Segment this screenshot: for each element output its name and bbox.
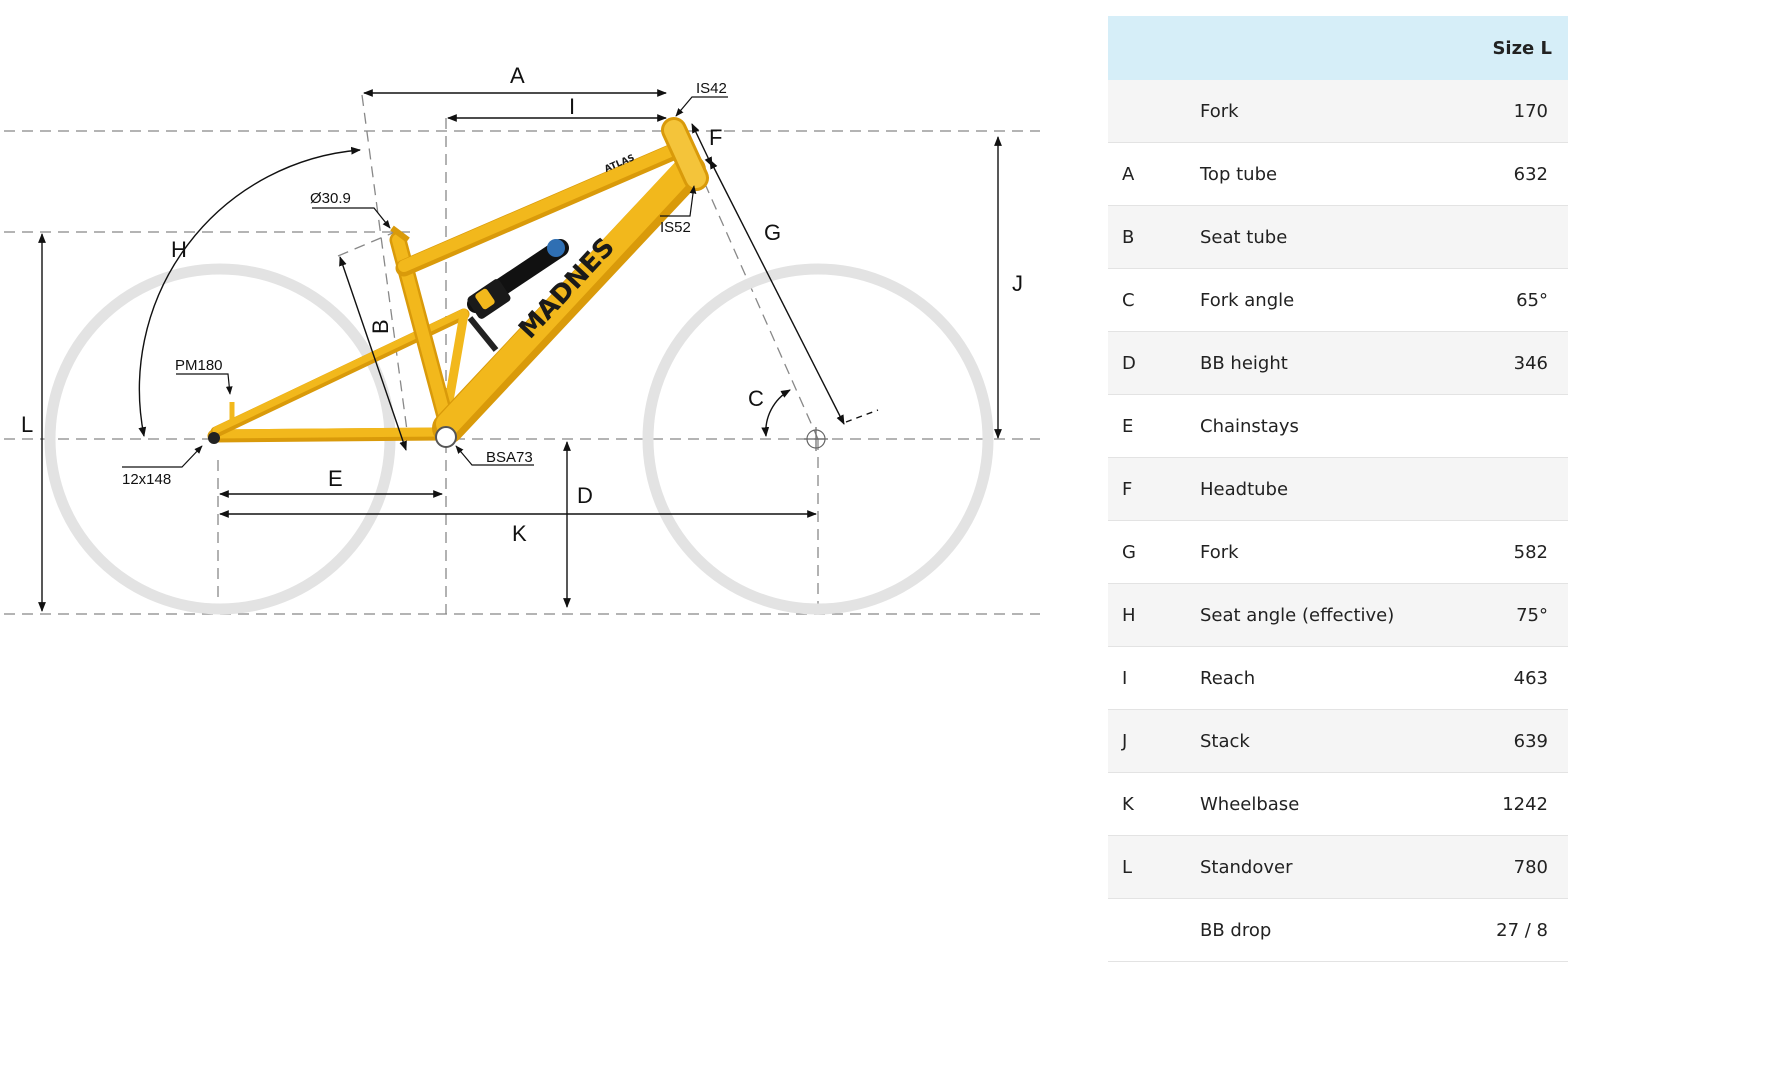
header-code <box>1108 16 1199 80</box>
callout-leaders <box>122 96 728 468</box>
dim-letter-e: E <box>328 466 343 491</box>
callout-rear-axle: 12x148 <box>122 471 171 488</box>
row-value <box>1451 205 1568 269</box>
row-value: 27 / 8 <box>1451 898 1568 962</box>
row-code: C <box>1108 268 1199 332</box>
row-code <box>1108 898 1199 962</box>
row-name: Fork <box>1199 520 1451 584</box>
row-code <box>1108 80 1199 143</box>
dim-letter-d: D <box>577 483 593 508</box>
row-value <box>1451 394 1568 458</box>
dimension-lines <box>38 89 1002 612</box>
row-value: 75° <box>1451 583 1568 647</box>
row-value: 170 <box>1451 80 1568 143</box>
row-name: Fork <box>1199 80 1451 143</box>
row-name: Headtube <box>1199 457 1451 521</box>
dim-letter-j: J <box>1012 271 1023 296</box>
row-name: Chainstays <box>1199 394 1451 458</box>
dim-letter-h: H <box>171 237 187 262</box>
row-code: F <box>1108 457 1199 521</box>
rear-shock <box>467 239 569 352</box>
row-value: 632 <box>1451 142 1568 206</box>
dim-letter-f: F <box>709 125 722 150</box>
row-value: 65° <box>1451 268 1568 332</box>
row-value: 1242 <box>1451 772 1568 836</box>
row-value: 463 <box>1451 646 1568 710</box>
row-code: D <box>1108 331 1199 395</box>
row-name: BB height <box>1199 331 1451 395</box>
row-code: A <box>1108 142 1199 206</box>
row-value <box>1451 457 1568 521</box>
row-value: 582 <box>1451 520 1568 584</box>
rear-dropout <box>208 432 220 444</box>
row-value: 639 <box>1451 709 1568 773</box>
row-name: Stack <box>1199 709 1451 773</box>
dim-letter-a: A <box>510 63 525 88</box>
dim-letter-b: B <box>368 319 393 334</box>
row-value: 780 <box>1451 835 1568 899</box>
row-code: K <box>1108 772 1199 836</box>
callout-brake-mount: PM180 <box>175 357 223 374</box>
dim-letter-g: G <box>764 220 781 245</box>
front-axle-marker <box>804 427 828 451</box>
callout-headset-top: IS42 <box>696 80 727 97</box>
bottom-bracket <box>435 426 457 448</box>
dim-letter-i: I <box>569 94 575 119</box>
row-name: Seat tube <box>1199 205 1451 269</box>
row-name: Wheelbase <box>1199 772 1451 836</box>
row-code: L <box>1108 835 1199 899</box>
header-size-l: Size L <box>1451 16 1568 80</box>
row-name: Top tube <box>1199 142 1451 206</box>
row-code: B <box>1108 205 1199 269</box>
row-code: H <box>1108 583 1199 647</box>
dim-letter-c: C <box>748 386 764 411</box>
row-name: Seat angle (effective) <box>1199 583 1451 647</box>
geometry-diagram: MADNES ATLAS A I F G J H B L C E <box>4 63 1040 615</box>
row-name: Fork angle <box>1199 268 1451 332</box>
row-code: I <box>1108 646 1199 710</box>
row-value: 346 <box>1451 331 1568 395</box>
header-name <box>1199 16 1451 80</box>
table-header-row: Size L <box>1108 16 1568 80</box>
row-code: G <box>1108 520 1199 584</box>
callout-seatpost: Ø30.9 <box>310 190 351 207</box>
dim-letter-l: L <box>21 412 33 437</box>
row-name: Reach <box>1199 646 1451 710</box>
callout-headset-bottom: IS52 <box>660 219 691 236</box>
row-code: E <box>1108 394 1199 458</box>
row-name: BB drop <box>1199 898 1451 962</box>
callout-bottom-bracket: BSA73 <box>486 449 533 466</box>
row-code: J <box>1108 709 1199 773</box>
dim-letter-k: K <box>512 521 527 546</box>
row-name: Standover <box>1199 835 1451 899</box>
